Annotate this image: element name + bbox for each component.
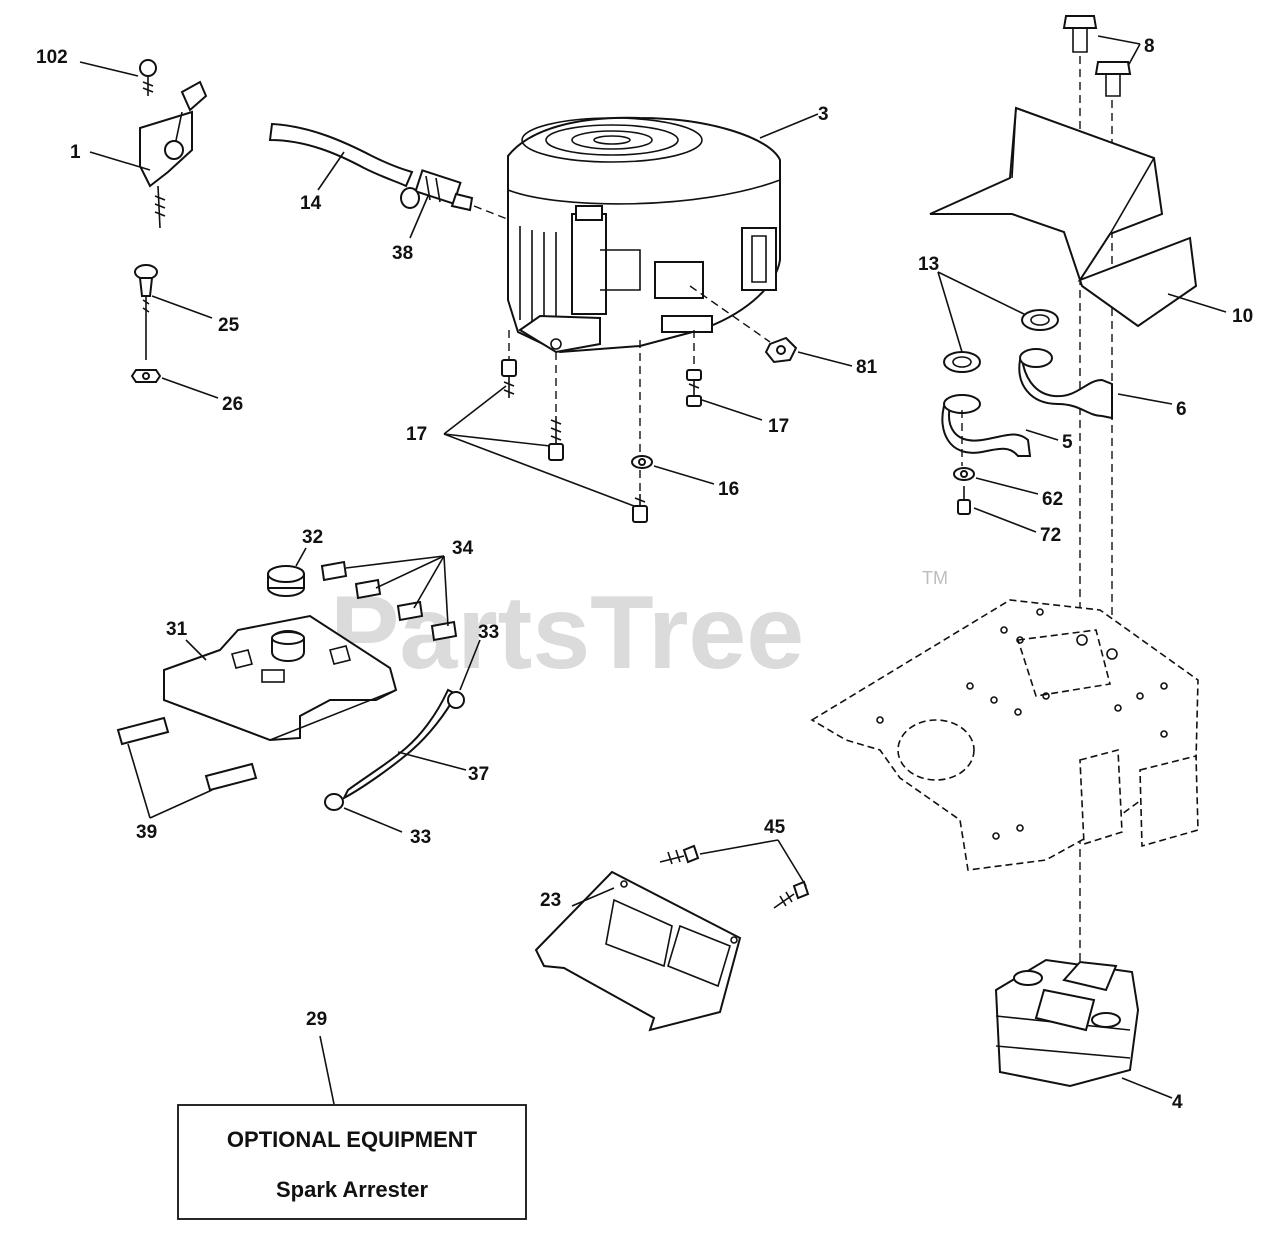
callout-8: 8 bbox=[1144, 36, 1155, 57]
washer-16-part bbox=[631, 455, 653, 469]
callout-10: 10 bbox=[1232, 306, 1253, 327]
bolt-17-c-part bbox=[686, 369, 702, 407]
callout-17-right: 17 bbox=[768, 416, 789, 437]
screw-102-part bbox=[139, 59, 157, 96]
callout-26: 26 bbox=[222, 394, 243, 415]
callout-37: 37 bbox=[468, 764, 489, 785]
callout-39: 39 bbox=[136, 822, 157, 843]
callout-72: 72 bbox=[1040, 525, 1061, 546]
gasket-13-b-part bbox=[943, 351, 981, 373]
pad-34-b-part bbox=[354, 578, 382, 600]
clamp-33-b-part bbox=[324, 793, 344, 811]
callout-16: 16 bbox=[718, 479, 739, 500]
callout-31: 31 bbox=[166, 619, 188, 640]
bolt-8-b-part bbox=[1094, 61, 1132, 97]
clamp-33-a-part bbox=[447, 691, 465, 709]
pad-34-d-part bbox=[430, 620, 458, 642]
callout-23: 23 bbox=[540, 890, 561, 911]
pad-34-a-part bbox=[320, 560, 348, 582]
callout-4: 4 bbox=[1172, 1092, 1183, 1113]
optional-equipment-subtitle: Spark Arrester bbox=[276, 1177, 428, 1202]
watermark-brand: PartsTree bbox=[330, 575, 804, 691]
watermark-trademark: TM bbox=[922, 568, 948, 588]
spark-screen-37-part bbox=[341, 688, 458, 801]
nut-26-part bbox=[130, 369, 162, 383]
washer-62-part bbox=[953, 467, 975, 481]
callout-81: 81 bbox=[856, 357, 878, 378]
callout-32: 32 bbox=[302, 527, 323, 548]
optional-equipment-title: OPTIONAL EQUIPMENT bbox=[227, 1127, 478, 1152]
frame-part bbox=[810, 599, 1199, 871]
screw-45-a-part bbox=[659, 844, 700, 865]
callout-1: 1 bbox=[70, 142, 81, 163]
exhaust-pipe-5-part bbox=[941, 394, 1032, 457]
screw-72-part bbox=[957, 486, 971, 515]
optional-equipment-box: OPTIONAL EQUIPMENT Spark Arrester bbox=[177, 1104, 527, 1220]
callout-5: 5 bbox=[1062, 432, 1073, 453]
callout-45: 45 bbox=[764, 817, 786, 838]
bolt-17-b-part bbox=[548, 416, 564, 461]
callout-17-left: 17 bbox=[406, 424, 427, 445]
fuel-filter-38-part bbox=[400, 169, 474, 212]
callout-6: 6 bbox=[1176, 399, 1187, 420]
callout-102: 102 bbox=[36, 47, 68, 68]
bolt-17-a-part bbox=[501, 359, 517, 398]
muffler-4-part bbox=[994, 958, 1140, 1088]
pad-39-a-part bbox=[116, 716, 170, 746]
exhaust-pipe-6-part bbox=[1018, 348, 1113, 420]
spark-arrester-housing-31-part bbox=[163, 614, 398, 742]
callout-14: 14 bbox=[300, 193, 322, 214]
callout-38: 38 bbox=[392, 243, 413, 264]
callout-33-upper: 33 bbox=[478, 622, 499, 643]
throttle-control-part bbox=[139, 80, 208, 229]
callout-33-lower: 33 bbox=[410, 827, 431, 848]
bracket-23-part bbox=[534, 870, 742, 1032]
callout-3: 3 bbox=[818, 104, 829, 125]
pad-34-c-part bbox=[396, 600, 424, 622]
screw-45-b-part bbox=[773, 880, 810, 909]
bolt-8-a-part bbox=[1062, 15, 1098, 53]
gasket-13-a-part bbox=[1021, 309, 1059, 331]
callout-62: 62 bbox=[1042, 489, 1063, 510]
engine-3-part bbox=[507, 116, 781, 354]
choke-knob-25-part bbox=[134, 264, 158, 360]
heat-shield-10-part bbox=[929, 106, 1198, 328]
cap-32-part bbox=[267, 565, 305, 597]
callout-29: 29 bbox=[306, 1009, 327, 1030]
nut-81-part bbox=[764, 336, 798, 364]
pad-39-b-part bbox=[204, 762, 258, 792]
callout-25: 25 bbox=[218, 315, 240, 336]
callout-13: 13 bbox=[918, 254, 939, 275]
bolt-17-d-part bbox=[632, 494, 648, 523]
callout-34: 34 bbox=[452, 538, 474, 559]
